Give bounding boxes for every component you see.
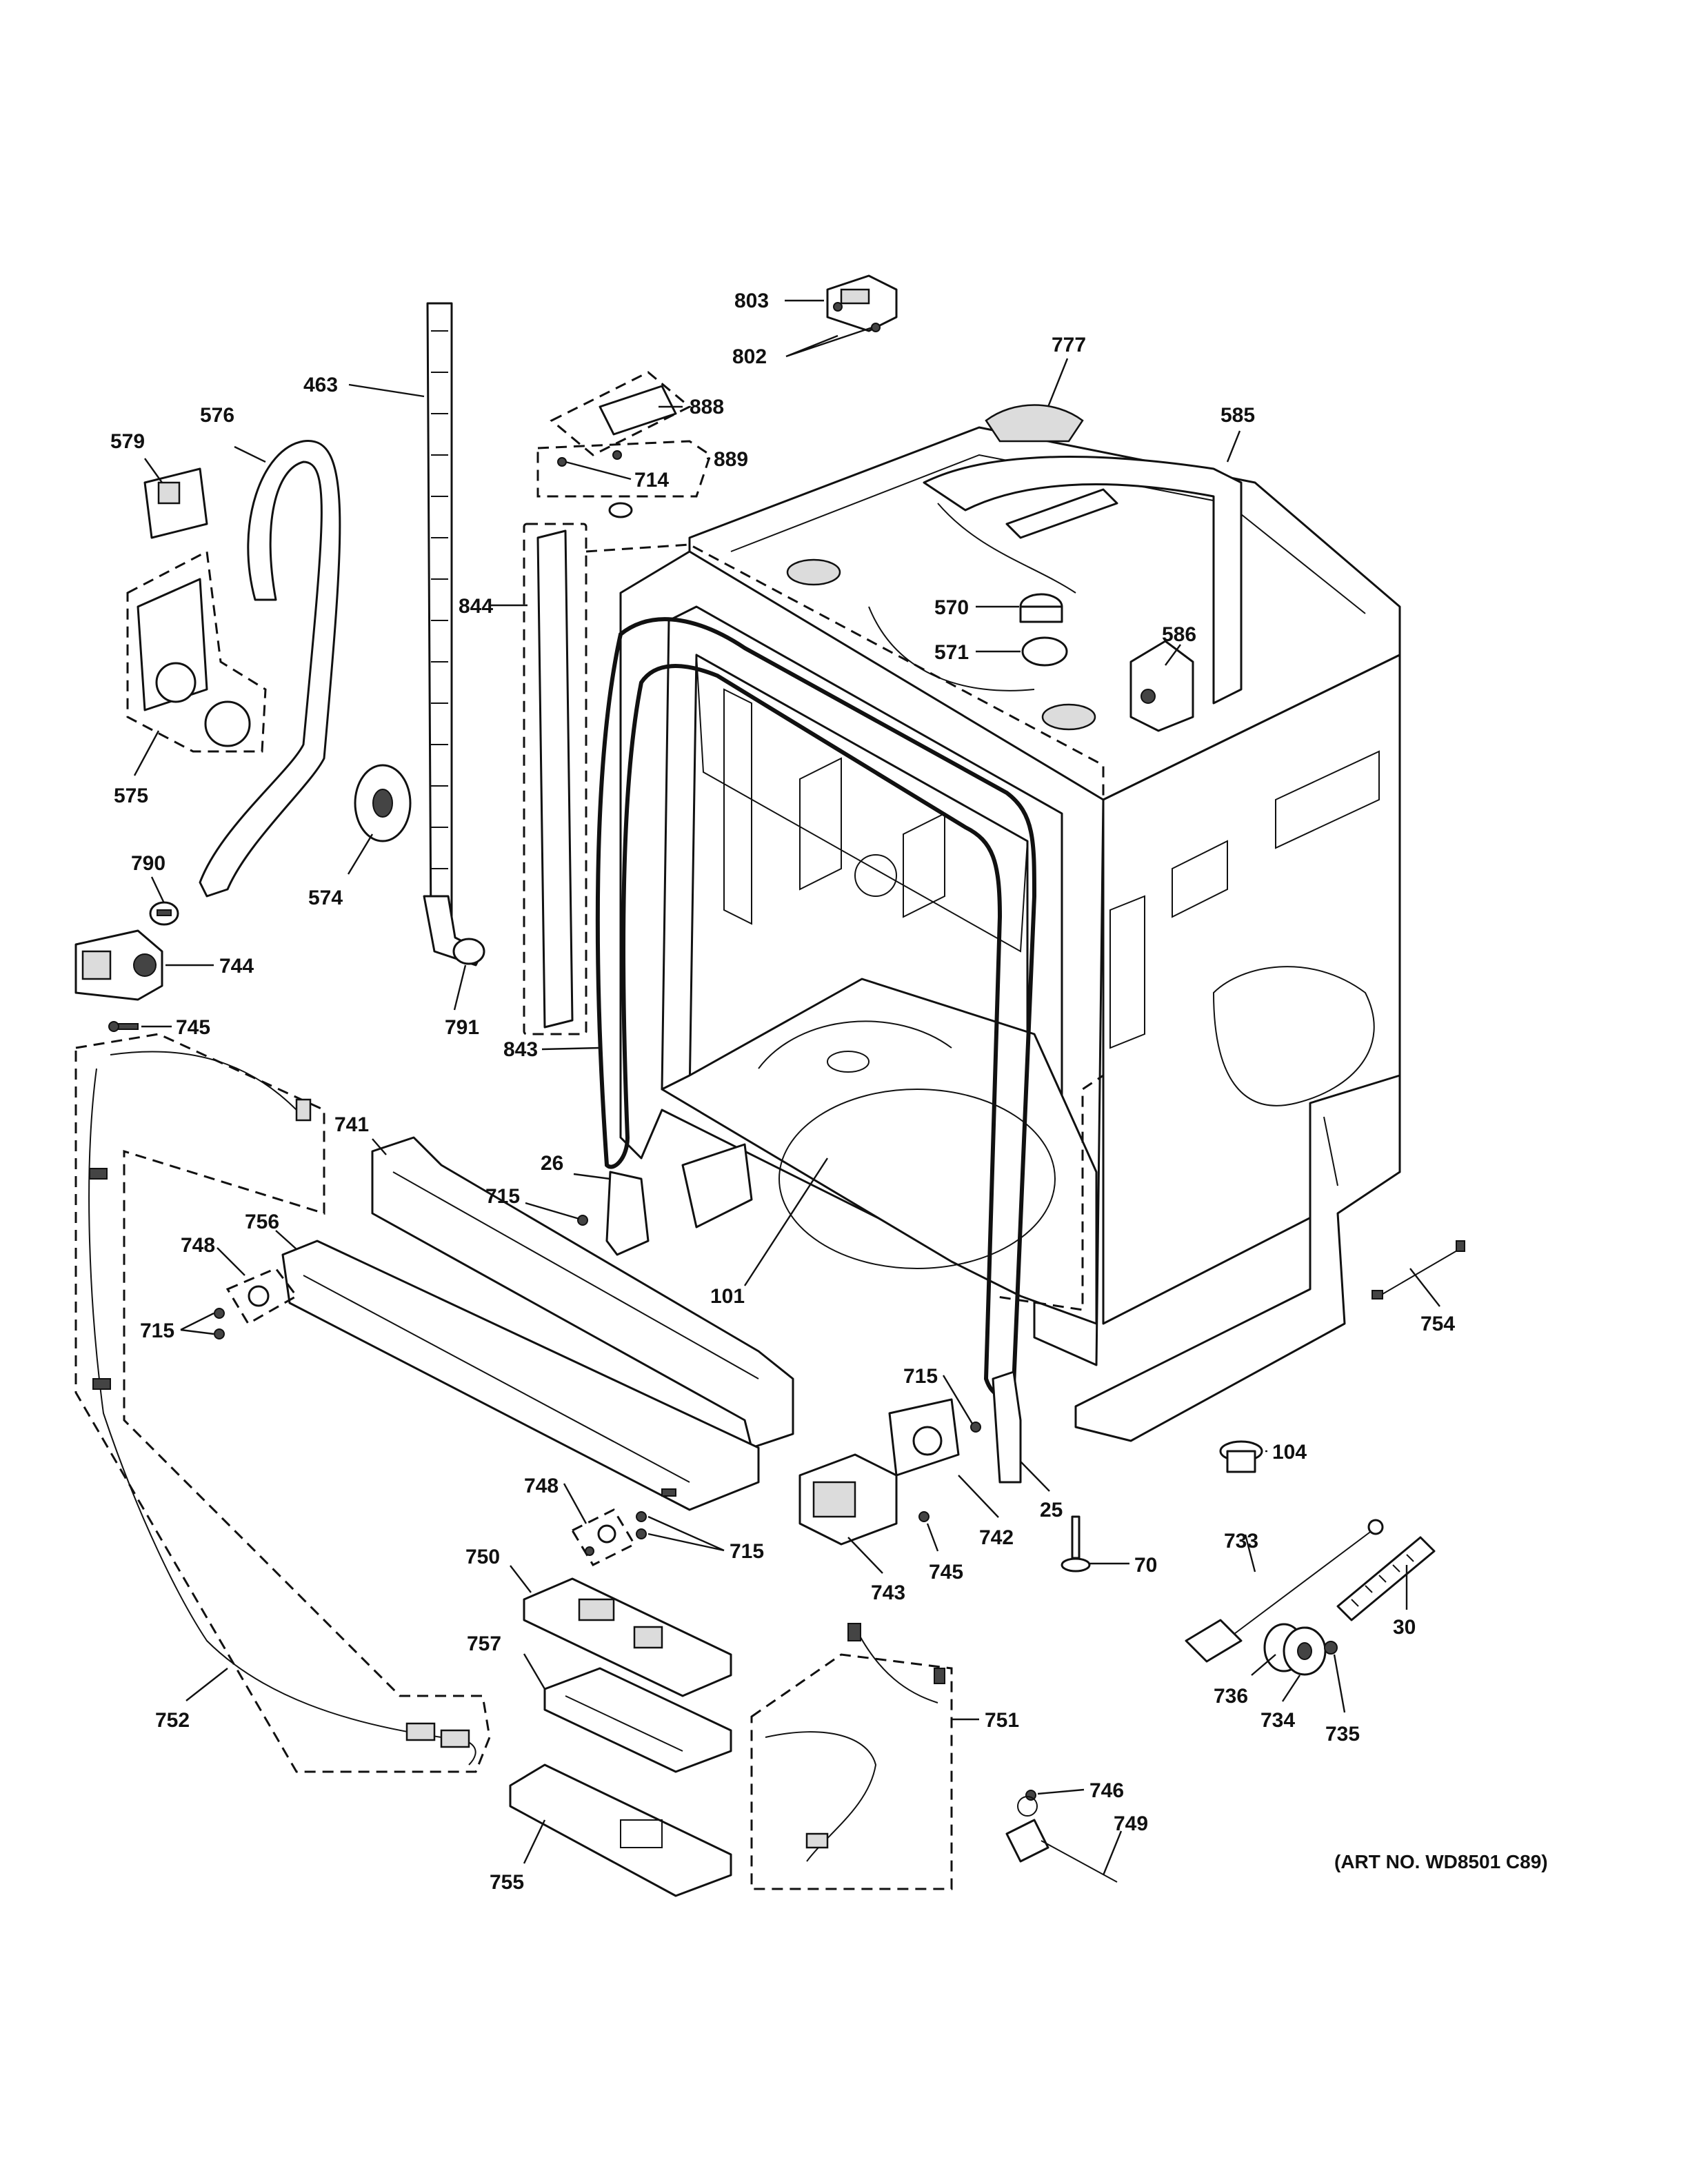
washer-group-left <box>214 1267 299 1339</box>
callout-575: 575 <box>114 785 148 807</box>
callout-26: 26 <box>541 1152 563 1175</box>
callout-25: 25 <box>1040 1499 1063 1521</box>
callout-574: 574 <box>308 887 343 909</box>
callout-745-b: 745 <box>929 1561 963 1584</box>
top-sensor <box>826 274 898 332</box>
control-module <box>798 1453 898 1546</box>
fitting <box>1219 1440 1263 1473</box>
callout-579: 579 <box>110 430 145 453</box>
callout-70: 70 <box>1134 1554 1157 1577</box>
o-ring <box>452 938 485 965</box>
callout-743: 743 <box>871 1581 905 1604</box>
callout-748-a: 748 <box>181 1234 215 1257</box>
callout-30: 30 <box>1393 1616 1416 1639</box>
callout-777: 777 <box>1052 334 1086 356</box>
lower-harness <box>750 1623 953 1890</box>
wire-harness <box>74 1033 491 1773</box>
drain-wheel <box>354 764 412 842</box>
callout-101: 101 <box>710 1285 745 1308</box>
callout-736: 736 <box>1214 1685 1248 1708</box>
drain-hose <box>423 302 484 967</box>
callout-790: 790 <box>131 852 165 875</box>
callout-715-d: 715 <box>730 1540 764 1563</box>
bracket-25 <box>970 1371 1022 1484</box>
door-switch-assembly <box>1005 1790 1118 1883</box>
water-valve <box>74 929 163 1001</box>
bracket-26 <box>577 1171 650 1256</box>
leader-lines <box>133 299 1440 1876</box>
callout-756: 756 <box>245 1211 279 1233</box>
callout-748-b: 748 <box>524 1475 559 1497</box>
callout-571: 571 <box>934 641 969 664</box>
bracket-group <box>536 371 712 518</box>
callout-570: 570 <box>934 596 969 619</box>
callout-889: 889 <box>714 448 748 471</box>
callout-715-b: 715 <box>140 1320 174 1342</box>
callout-104: 104 <box>1272 1441 1307 1464</box>
board-cover <box>509 1763 732 1897</box>
control-plate <box>888 1398 960 1477</box>
washer-group-center <box>570 1508 647 1566</box>
art-number: (ART NO. WD8501 C89) <box>1334 1851 1548 1872</box>
vent-part <box>143 467 208 539</box>
callout-746: 746 <box>1089 1779 1124 1802</box>
callout-803: 803 <box>734 290 769 312</box>
vent-assembly <box>126 549 267 753</box>
leveling-leg <box>1061 1515 1091 1573</box>
callout-755: 755 <box>490 1871 524 1894</box>
toe-panel <box>281 1240 760 1511</box>
front-rail <box>371 1136 794 1449</box>
callout-751: 751 <box>985 1709 1019 1732</box>
callout-888: 888 <box>690 396 724 418</box>
callout-844: 844 <box>459 595 493 618</box>
callout-745-a: 745 <box>176 1016 210 1039</box>
callout-750: 750 <box>465 1546 500 1568</box>
callout-labels: 803 802 777 888 889 714 585 463 576 579 … <box>110 290 1548 1894</box>
screw <box>918 1511 930 1522</box>
callout-735: 735 <box>1325 1723 1360 1746</box>
callout-742: 742 <box>979 1526 1014 1549</box>
screw <box>108 1021 139 1032</box>
fill-hose <box>199 439 341 898</box>
top-fittings <box>1019 593 1194 732</box>
callout-714: 714 <box>634 469 669 492</box>
callout-752: 752 <box>155 1709 190 1732</box>
callout-734: 734 <box>1260 1709 1295 1732</box>
callout-585: 585 <box>1220 404 1255 427</box>
callout-463: 463 <box>303 374 338 396</box>
callout-754: 754 <box>1420 1313 1455 1335</box>
tub-gasket <box>585 543 1105 1397</box>
callout-586: 586 <box>1162 623 1196 646</box>
door-seal-strip <box>523 523 587 1035</box>
sensor-wire <box>1372 1240 1465 1300</box>
door-spring-assembly <box>1185 1519 1436 1663</box>
callout-802: 802 <box>732 345 767 368</box>
callout-757: 757 <box>467 1632 501 1655</box>
pulley-assembly <box>1263 1623 1338 1676</box>
callout-576: 576 <box>200 404 234 427</box>
board-frame <box>543 1667 732 1773</box>
control-board <box>523 1577 732 1697</box>
callout-791: 791 <box>445 1016 479 1039</box>
callout-715-c: 715 <box>903 1365 938 1388</box>
callout-733: 733 <box>1224 1530 1258 1553</box>
callout-741: 741 <box>334 1113 369 1136</box>
callout-744: 744 <box>219 955 254 978</box>
callout-715-a: 715 <box>485 1185 520 1208</box>
callout-749: 749 <box>1114 1812 1148 1835</box>
hose-clamp <box>149 901 179 926</box>
callout-843: 843 <box>503 1038 538 1061</box>
tub-assembly <box>619 404 1401 1442</box>
